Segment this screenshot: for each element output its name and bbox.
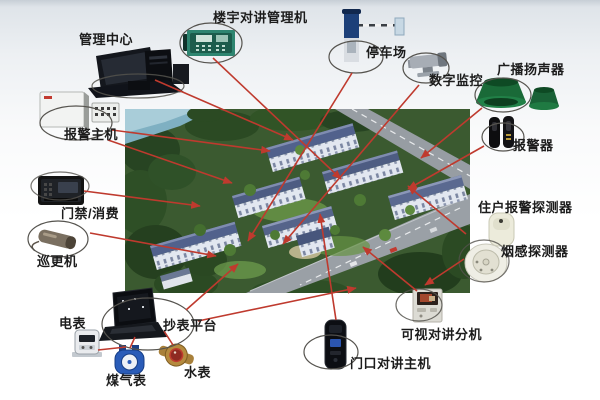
beam-sensors-icon: [489, 116, 514, 148]
label-access-control: 门禁/消费: [61, 206, 120, 221]
highlight-ellipse: [303, 334, 359, 370]
label-building-intercom-manager: 楼宇对讲管理机: [213, 10, 308, 25]
highlight-ellipse: [402, 52, 450, 84]
label-resident-alarm-detector: 住户报警探测器: [478, 200, 573, 215]
highlight-ellipse: [474, 77, 532, 113]
highlight-ellipses: [27, 22, 532, 370]
alarm-panel-icon: [39, 91, 120, 131]
cars: [349, 226, 438, 267]
label-meter-reading-platform: 抄表平台: [163, 318, 218, 333]
connection-line: [247, 72, 353, 242]
intercom-panel-icon: [183, 30, 235, 56]
label-patrol-reader: 巡更机: [37, 254, 78, 269]
trees: [194, 145, 415, 256]
connection-line: [83, 190, 201, 209]
connection-lines: [83, 57, 485, 351]
highlight-ellipse: [101, 297, 195, 351]
highlight-ellipse: [27, 220, 89, 258]
horn-speakers-icon: [476, 77, 559, 110]
connection-line: [89, 232, 217, 259]
barrier-gate-icon: [342, 9, 405, 62]
label-alarm-siren: 报警器: [513, 138, 554, 153]
connection-line: [185, 263, 239, 311]
connection-line: [317, 213, 337, 321]
door-station-icon: [324, 319, 347, 370]
label-water-meter: 水表: [184, 365, 212, 380]
connection-line: [420, 107, 483, 159]
building-row: [160, 267, 193, 290]
connection-line: [97, 346, 127, 351]
label-gas-meter: 煤气表: [106, 373, 147, 388]
electric-meter-icon: [72, 329, 102, 357]
connection-line: [129, 336, 136, 349]
label-management-center: 管理中心: [79, 32, 134, 47]
label-electric-meter: 电表: [59, 316, 87, 331]
highlight-ellipse: [458, 239, 510, 283]
video-intercom-icon: [412, 288, 443, 323]
connection-line: [407, 145, 485, 190]
highlight-ellipse: [179, 22, 243, 64]
water-meter-icon: [158, 343, 194, 367]
highlight-ellipse: [395, 288, 443, 322]
connection-line: [424, 258, 465, 286]
connection-line: [154, 79, 294, 141]
connection-line: [107, 139, 233, 184]
connection-line: [197, 285, 357, 322]
laptop-icon: [99, 287, 167, 341]
highlight-ellipse: [30, 171, 90, 201]
connection-line: [407, 185, 467, 235]
label-parking-lot: 停车场: [366, 45, 407, 60]
highlight-ellipse: [91, 73, 185, 99]
card-reader-icon: [38, 176, 84, 205]
smoke-detector-icon: [464, 243, 508, 283]
connection-line: [282, 84, 420, 245]
label-alarm-host: 报警主机: [64, 127, 119, 142]
highlight-ellipse: [481, 122, 525, 152]
label-video-intercom-extension: 可视对讲分机: [401, 327, 483, 342]
label-smoke-detector: 烟感探测器: [501, 244, 569, 259]
label-door-intercom-station: 门口对讲主机: [350, 356, 432, 371]
desktop-computer-icon: [88, 47, 189, 98]
connection-line: [163, 330, 174, 346]
gas-meter-icon: [114, 345, 145, 375]
label-broadcast-speaker: 广播扬声器: [497, 62, 565, 77]
connection-line: [212, 57, 342, 180]
connection-line: [362, 246, 418, 292]
label-digital-surveillance: 数字监控: [429, 73, 484, 88]
connection-line: [111, 129, 271, 154]
patrol-wand-icon: [31, 229, 77, 252]
highlight-ellipse: [39, 105, 113, 141]
highlight-ellipse: [328, 40, 384, 74]
community-aerial-image: [125, 109, 470, 293]
